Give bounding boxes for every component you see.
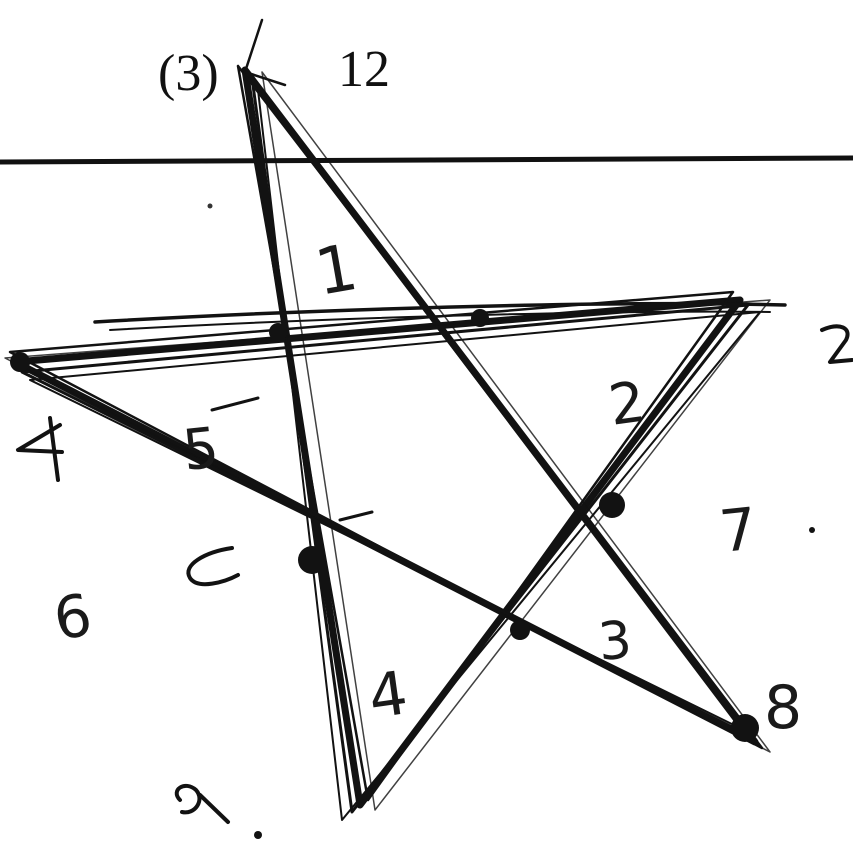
scribble-four-left xyxy=(16,416,64,482)
star-stroke-pass xyxy=(20,76,750,814)
star-stroke-pass xyxy=(4,71,771,811)
intersection-blot xyxy=(510,620,530,640)
intersection-blot xyxy=(269,323,287,341)
handwritten-label-5: 5 xyxy=(180,416,222,484)
handwritten-label-8: 8 xyxy=(764,673,802,743)
scribble-dot xyxy=(809,527,815,533)
star-stroke-pass xyxy=(29,89,761,821)
intersection-blot xyxy=(599,492,625,518)
scribble-c xyxy=(186,546,240,587)
apex-spike-stroke xyxy=(243,18,287,87)
handwritten-scribbles xyxy=(16,203,853,839)
horizontal-rule xyxy=(0,155,853,165)
star-stroke-pass xyxy=(8,64,764,802)
intersection-blot xyxy=(471,309,489,327)
handwritten-label-7: 7 xyxy=(716,494,760,565)
hand-drawn-star xyxy=(4,18,787,821)
scribble-dot xyxy=(207,203,213,209)
star-tip-blot xyxy=(10,352,30,372)
intersection-blot xyxy=(298,546,326,574)
handwritten-label-4: 4 xyxy=(364,658,412,733)
horizontal-overshoot-stroke xyxy=(93,301,787,324)
horizontal-overshoot-stroke xyxy=(109,310,771,331)
handwritten-label-6: 6 xyxy=(49,580,97,653)
scribble-loop-bottom xyxy=(174,783,230,824)
scribble-two-right xyxy=(820,324,853,364)
handwritten-label-2: 2 xyxy=(605,370,649,439)
scribble-dot xyxy=(254,831,262,839)
handwritten-label-1: 1 xyxy=(310,231,363,311)
scribble-tick xyxy=(210,396,260,412)
handwritten-label-3: 3 xyxy=(596,610,634,673)
problem-number: (3) xyxy=(158,45,219,102)
scribble-tick xyxy=(338,510,374,522)
star-tip-blot xyxy=(731,714,759,742)
problem-value: 12 xyxy=(338,41,390,98)
